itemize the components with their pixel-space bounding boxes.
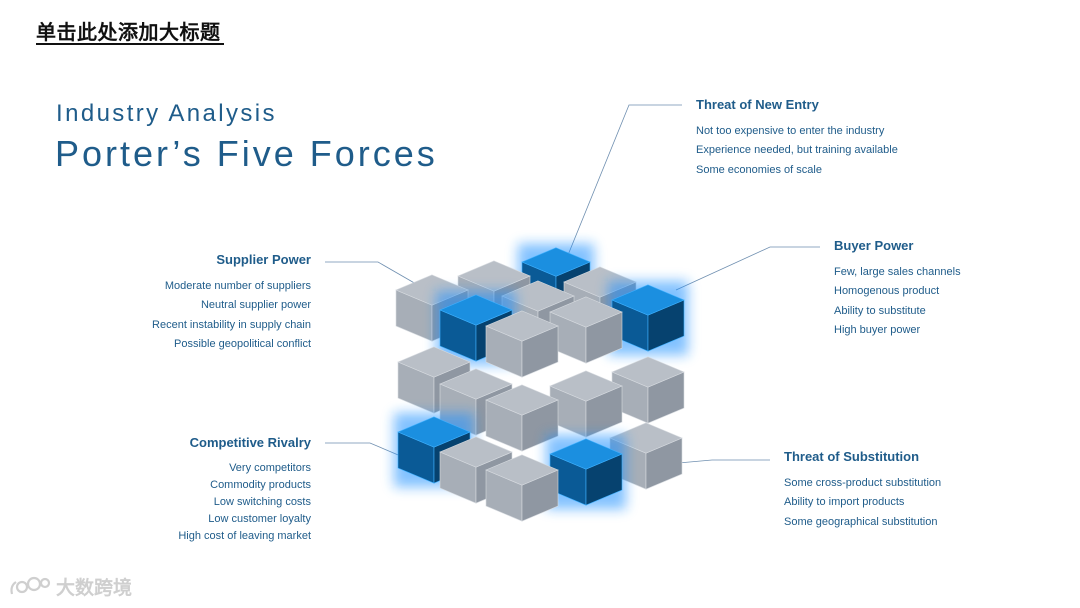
cube bbox=[549, 296, 623, 364]
title-underline bbox=[36, 43, 224, 45]
threat-substitution-item: Some cross-product substitution bbox=[784, 477, 942, 489]
slide-title[interactable]: 单击此处添加大标题 bbox=[36, 20, 221, 44]
threat-new-entry: Threat of New Entry Not too expensive to… bbox=[696, 97, 898, 180]
logo-icon bbox=[10, 576, 51, 594]
heading-title: Porter’s Five Forces bbox=[55, 133, 438, 174]
threat-substitution-title: Threat of Substitution bbox=[784, 449, 920, 464]
buyer-power-item: Homogenous product bbox=[834, 285, 940, 298]
buyer-power-item: High buyer power bbox=[834, 323, 921, 336]
threat-substitution: Threat of Substitution Some cross-produc… bbox=[784, 449, 941, 532]
competitive-rivalry-item: Commodity products bbox=[210, 479, 311, 491]
threat-substitution-item: Ability to import products bbox=[784, 496, 905, 509]
watermark: 大数跨境 bbox=[8, 573, 132, 600]
competitive-rivalry-item: Low customer loyalty bbox=[208, 513, 311, 525]
threat-new-entry-item: Experience needed, but training availabl… bbox=[696, 144, 898, 157]
competitive-rivalry-item: Very competitors bbox=[229, 462, 311, 474]
supplier-power-item: Moderate number of suppliers bbox=[164, 280, 311, 292]
supplier-power-item: Recent instability in supply chain bbox=[152, 318, 311, 331]
connector-threat-new-entry bbox=[567, 104, 682, 256]
threat-new-entry-title: Threat of New Entry bbox=[696, 97, 819, 112]
cube bbox=[611, 356, 685, 424]
supplier-power-item: Possible geopolitical conflict bbox=[174, 337, 311, 350]
connector-buyer-power bbox=[675, 246, 820, 291]
supplier-power: Supplier Power Moderate number of suppli… bbox=[152, 252, 311, 354]
buyer-power-title: Buyer Power bbox=[834, 238, 914, 253]
threat-substitution-item: Some geographical substitution bbox=[784, 515, 938, 528]
cube bbox=[485, 454, 559, 522]
competitive-rivalry: Competitive Rivalry Very competitors Com… bbox=[178, 435, 311, 545]
threat-new-entry-item: Not too expensive to enter the industry bbox=[696, 125, 885, 137]
watermark-text: 大数跨境 bbox=[56, 577, 133, 599]
buyer-power: Buyer Power Few, large sales channels Ho… bbox=[834, 238, 961, 340]
competitive-rivalry-title: Competitive Rivalry bbox=[189, 435, 311, 450]
cube bbox=[549, 370, 623, 438]
cube-bottom-right-blue bbox=[546, 434, 626, 510]
heading-subtitle: Industry Analysis bbox=[56, 100, 277, 127]
competitive-rivalry-item: High cost of leaving market bbox=[178, 530, 311, 542]
supplier-power-title: Supplier Power bbox=[216, 252, 311, 267]
buyer-power-item: Few, large sales channels bbox=[834, 266, 961, 278]
buyer-power-item: Ability to substitute bbox=[834, 304, 926, 317]
supplier-power-item: Neutral supplier power bbox=[200, 299, 311, 312]
threat-new-entry-item: Some economies of scale bbox=[696, 163, 822, 176]
cube bbox=[485, 310, 559, 378]
connector-supplier-power bbox=[325, 261, 431, 293]
competitive-rivalry-item: Low switching costs bbox=[213, 496, 311, 508]
